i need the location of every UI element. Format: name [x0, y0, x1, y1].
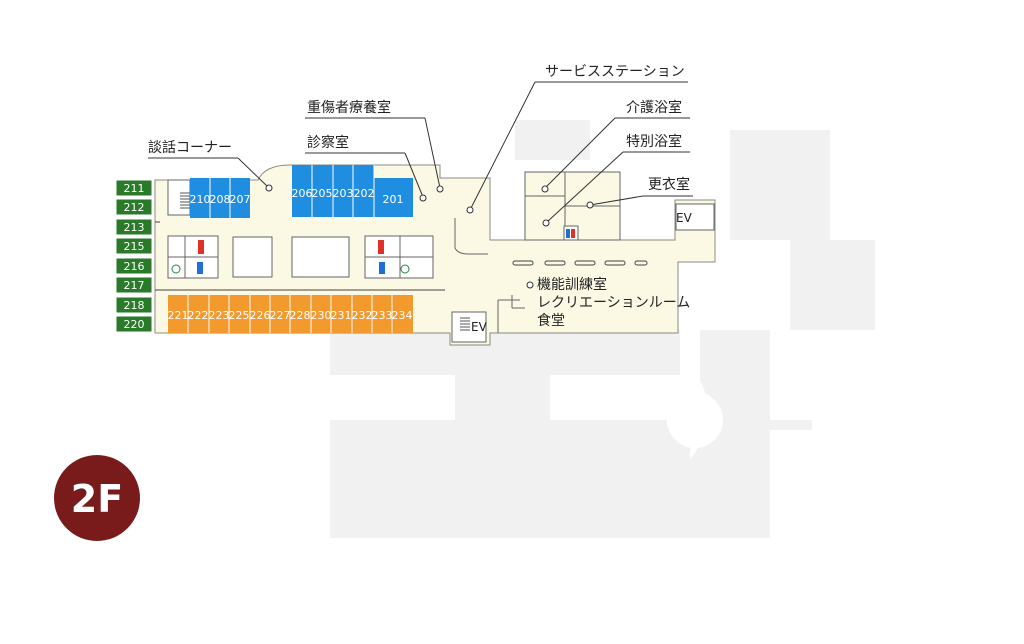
room-217[interactable]: 217 — [115, 276, 153, 294]
room-218-label: 218 — [124, 299, 145, 312]
exam-room-label: 診察室 — [307, 134, 349, 151]
male-toilet-icon-2 — [379, 262, 385, 274]
room-230-label[interactable]: 230 — [311, 309, 332, 322]
accessible-toilet-icon — [171, 264, 181, 274]
room-212-label: 212 — [124, 201, 145, 214]
floor-badge: 2F — [54, 455, 140, 541]
room-205-label[interactable]: 205 — [312, 187, 333, 200]
service-station-label: サービスステーション — [545, 64, 685, 80]
accessible-toilet-icon-2 — [400, 264, 410, 274]
floor-badge-label: 2F — [71, 477, 123, 521]
talk-corner-label: 談話コーナー — [148, 139, 232, 156]
female-toilet-icon — [198, 240, 204, 254]
room-226-label[interactable]: 226 — [250, 309, 271, 322]
room-232-label[interactable]: 232 — [352, 309, 373, 322]
stair-left — [180, 192, 190, 209]
male-toilet-icon — [197, 262, 203, 274]
room-206-label[interactable]: 206 — [292, 187, 313, 200]
callout-dots — [265, 184, 594, 289]
room-222-label[interactable]: 222 — [188, 309, 209, 322]
ev-bottom-label: EV — [471, 320, 488, 334]
room-211-label: 211 — [124, 182, 145, 195]
room-211[interactable]: 211 — [115, 179, 153, 197]
watermark-graphic — [330, 120, 875, 538]
room-220[interactable]: 220 — [115, 315, 153, 333]
special-bath-label: 特別浴室 — [626, 133, 682, 150]
orange-rooms: 221 222 223 225 226 227 228 230 231 232 … — [168, 295, 413, 333]
room-223-label[interactable]: 223 — [209, 309, 230, 322]
care-bath-label: 介護浴室 — [626, 99, 682, 116]
blue-rooms-left: 210 208 207 — [190, 178, 251, 218]
room-215[interactable]: 215 — [115, 237, 153, 255]
room-216[interactable]: 216 — [115, 257, 153, 275]
room-216-label: 216 — [124, 260, 145, 273]
room-220-label: 220 — [124, 318, 145, 331]
heavy-care-room-label: 重傷者療養室 — [307, 99, 391, 116]
dining-room-label: 食堂 — [537, 312, 565, 329]
room-210-label[interactable]: 210 — [190, 193, 211, 206]
room-233-label[interactable]: 233 — [372, 309, 393, 322]
rehab-room-label: 機能訓練室 — [537, 276, 607, 293]
room-217-label: 217 — [124, 279, 145, 292]
room-208-label[interactable]: 208 — [210, 193, 231, 206]
room-228-label[interactable]: 228 — [290, 309, 311, 322]
room-227-label[interactable]: 227 — [270, 309, 291, 322]
room-218[interactable]: 218 — [115, 296, 153, 314]
room-202-label[interactable]: 202 — [354, 187, 375, 200]
room-203-label[interactable]: 203 — [333, 187, 354, 200]
room-231-label[interactable]: 231 — [331, 309, 352, 322]
room-213[interactable]: 213 — [115, 218, 153, 236]
ev-top-label: EV — [676, 211, 693, 225]
room-234-label[interactable]: 234 — [392, 309, 413, 322]
room-201-label[interactable]: 201 — [383, 193, 404, 206]
female-toilet-icon-2 — [378, 240, 384, 254]
room-225-label[interactable]: 225 — [229, 309, 250, 322]
recreation-room-label: レクリエーションルーム — [537, 295, 690, 311]
room-207-label[interactable]: 207 — [230, 193, 251, 206]
green-rooms: 211 212 213 215 216 217 218 220 — [115, 179, 153, 333]
blue-rooms-mid: 206 205 203 202 201 — [292, 165, 413, 217]
room-212[interactable]: 212 — [115, 198, 153, 216]
room-213-label: 213 — [124, 221, 145, 234]
changing-room-label: 更衣室 — [648, 176, 690, 193]
room-221-label[interactable]: 221 — [168, 309, 189, 322]
room-215-label: 215 — [124, 240, 145, 253]
callout-lines — [148, 81, 693, 223]
